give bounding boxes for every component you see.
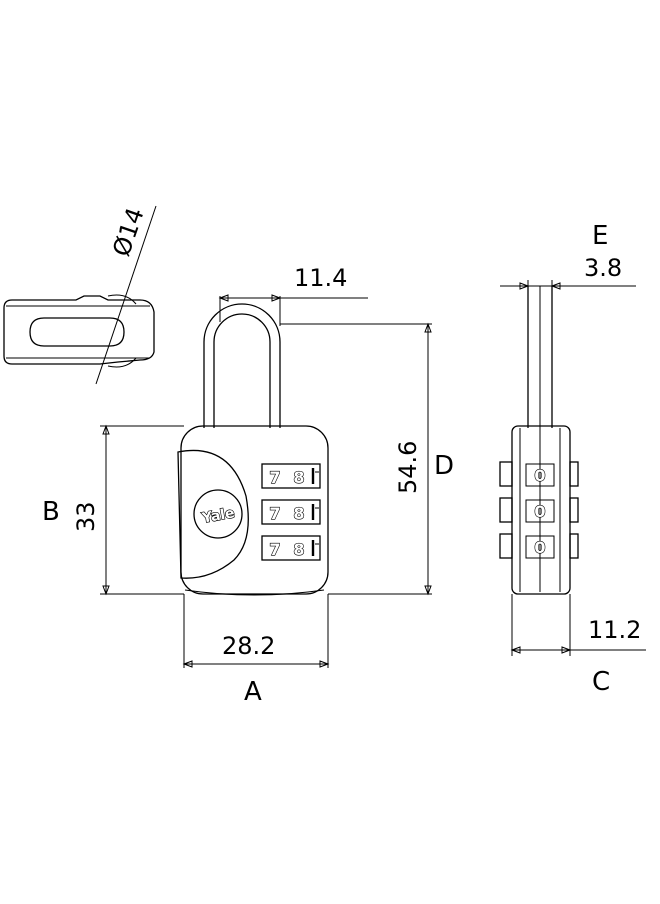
dial-1-digit-b: 8 [293, 468, 304, 487]
dial-window-2 [261, 499, 321, 525]
front-view: Yale 7 8 7 8 7 8 [177, 303, 329, 596]
side-dial-1: 0 [534, 466, 545, 485]
side-dial-2: 0 [534, 502, 545, 521]
letter-c: C [592, 667, 610, 697]
body-depth-label: 11.2 [588, 616, 641, 644]
height-total-label: 54.6 [394, 441, 422, 494]
letter-d: D [434, 451, 454, 481]
shackle-thickness-label: 3.8 [584, 254, 622, 282]
dial-window-1 [261, 463, 321, 489]
shackle-width-label: 11.4 [294, 264, 347, 292]
dial-2-digit-b: 8 [293, 504, 304, 523]
padlock-body [180, 425, 329, 595]
side-view: 0 0 0 [499, 286, 579, 595]
front-dimensions [100, 294, 432, 668]
dial-3-digit-b: 8 [293, 540, 304, 559]
letter-b: B [42, 497, 60, 527]
letter-a: A [244, 677, 262, 707]
brand-text: Yale [200, 505, 236, 527]
dial-window-3 [261, 535, 321, 561]
body-height-label: 33 [72, 501, 100, 532]
side-dimensions [500, 280, 646, 656]
brand-roundel [193, 489, 243, 539]
body-width-label: 28.2 [222, 632, 275, 660]
side-dial-3: 0 [534, 538, 545, 557]
diameter-label: Ø14 [107, 204, 150, 260]
top-view [3, 205, 157, 385]
dial-1-digit-a: 7 [269, 468, 280, 487]
letter-e: E [592, 221, 608, 251]
dial-3-digit-a: 7 [269, 540, 280, 559]
dial-2-digit-a: 7 [269, 504, 280, 523]
